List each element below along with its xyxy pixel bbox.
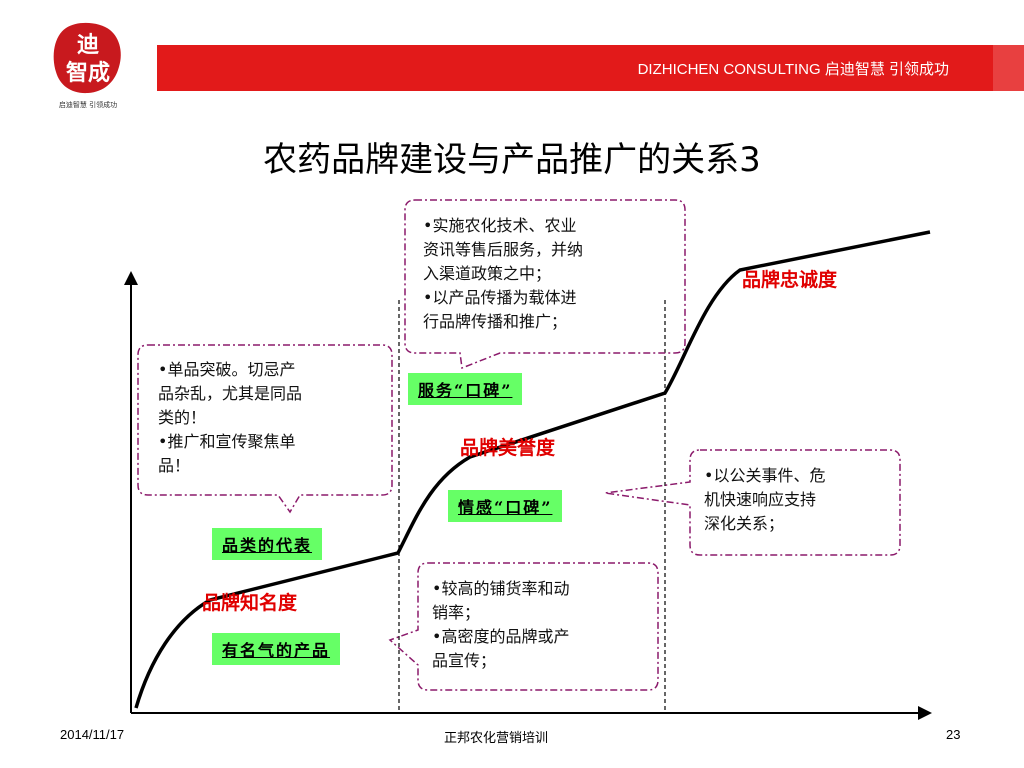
bubble-top-line: 资讯等售后服务，并纳: [423, 240, 584, 259]
bubble-top: •实施农化技术、农业 资讯等售后服务，并纳 入渠道政策之中； •以产品传播为载体…: [423, 214, 583, 334]
bubble-bottom-line: •高密度的品牌或产: [432, 627, 570, 646]
tag-service-word-of-mouth: 服务“口碑”: [408, 373, 523, 405]
growth-curve: [134, 230, 931, 709]
header-bar: DIZHICHEN CONSULTING 启迪智慧 引领成功: [157, 45, 989, 91]
bubble-top-line: 行品牌传播和推广；: [423, 312, 568, 331]
footer-page-number: 23: [946, 727, 961, 742]
stage-label-loyalty: 品牌忠诚度: [742, 269, 838, 291]
bubble-left-line: •单品突破。切忌产: [158, 360, 296, 379]
bubble-bottom: •较高的铺货率和动 销率； •高密度的品牌或产 品宣传；: [432, 577, 569, 673]
company-logo: 迪 智成 启迪智慧 引领成功: [48, 20, 128, 116]
bubble-left-outline: [137, 344, 393, 514]
bubble-bottom-line: 销率；: [432, 603, 481, 622]
bubble-left-line: •推广和宣传聚焦单: [158, 432, 296, 451]
bubble-bottom-line: •较高的铺货率和动: [432, 579, 570, 598]
bubble-top-outline: [404, 199, 686, 370]
bubble-right-line: •以公关事件、危: [704, 466, 826, 485]
bubble-right-outline: [604, 449, 901, 556]
bubble-top-line: •以产品传播为载体进: [423, 288, 577, 307]
bubble-right-line: 深化关系；: [704, 514, 785, 533]
header-brand-text: DIZHICHEN CONSULTING 启迪智慧 引领成功: [637, 61, 949, 78]
bubble-top-line: •实施农化技术、农业: [423, 216, 577, 235]
header-tab-inner: [993, 45, 1024, 91]
bubble-top-line: 入渠道政策之中；: [423, 264, 552, 283]
bubble-right: •以公关事件、危 机快速响应支持 深化关系；: [704, 464, 825, 536]
tag-service-word-of-mouth-text: 服务“口碑”: [418, 381, 513, 400]
tag-emotional-word-of-mouth: 情感“口碑”: [448, 490, 563, 522]
stage-label-reputation: 品牌美誉度: [460, 437, 556, 459]
logo-char-top: 迪: [77, 33, 99, 58]
page-title: 农药品牌建设与产品推广的关系3: [263, 140, 761, 180]
bubble-right-line: 机快速响应支持: [704, 490, 817, 509]
logo-tagline: 启迪智慧 引领成功: [58, 101, 118, 109]
bubble-bottom-line: 品宣传；: [432, 651, 497, 670]
bubble-left-line: 品杂乱，尤其是同品: [158, 384, 303, 403]
footer-center-text: 正邦农化营销培训: [444, 731, 549, 746]
bubble-left: •单品突破。切忌产 品杂乱，尤其是同品 类的！ •推广和宣传聚焦单 品！: [158, 358, 302, 478]
logo-char-bottom: 智成: [66, 60, 110, 86]
bubble-bottom-outline: [388, 562, 659, 691]
logo-seal-icon: 迪 智成: [53, 22, 121, 94]
tag-category-representative-text: 品类的代表: [222, 536, 313, 555]
bubble-left-line: 类的！: [158, 408, 207, 427]
tag-category-representative: 品类的代表: [212, 528, 323, 560]
tag-emotional-word-of-mouth-text: 情感“口碑”: [458, 498, 553, 517]
tag-famous-product-text: 有名气的产品: [222, 641, 331, 660]
stage-label-awareness: 品牌知名度: [202, 592, 298, 614]
footer-date: 2014/11/17: [60, 727, 125, 742]
tag-famous-product: 有名气的产品: [212, 633, 341, 665]
bubble-left-line: 品！: [158, 456, 191, 475]
